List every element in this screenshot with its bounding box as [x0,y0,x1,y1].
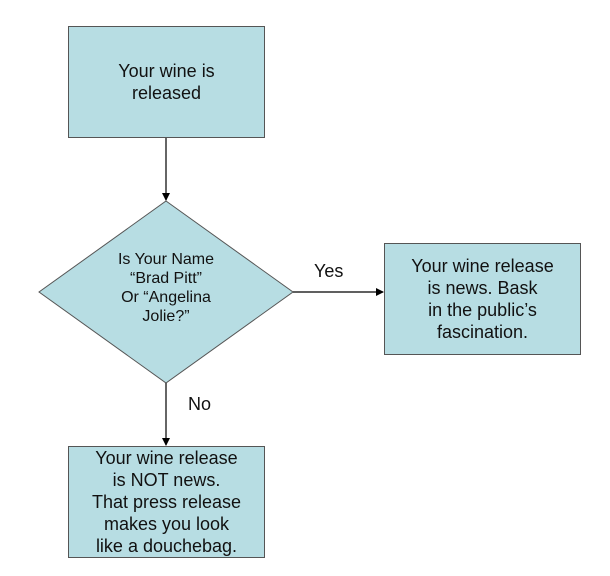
node-release-is-news-text: Your wine release is news. Bask in the p… [411,255,553,343]
edge-label-yes: Yes [314,261,344,281]
decision-text-line: Or “Angelina [121,289,211,306]
node-release-not-news-text: Your wine release is NOT news. That pres… [92,447,241,557]
node-text-line: is NOT news. [112,470,221,490]
node-wine-released-text: Your wine is released [118,60,214,104]
decision-text: Is Your Name “Brad Pitt” Or “Angelina Jo… [86,250,246,326]
node-release-not-news: Your wine release is NOT news. That pres… [68,446,265,558]
node-text-line: like a douchebag. [95,536,238,556]
decision-text-line: Is Your Name [117,251,215,268]
node-text-line: That press release [91,492,242,512]
node-text-line: makes you look [103,514,230,534]
decision-text-line: Jolie?” [142,308,190,325]
edge-label-no: No [188,394,212,414]
node-text-line: Your wine is [118,61,215,81]
node-text-line: fascination. [436,322,529,342]
node-release-is-news: Your wine release is news. Bask in the p… [384,243,581,355]
decision-text-line: “Brad Pitt” [129,270,202,287]
node-text-line: released [131,83,202,103]
node-text-line: Your wine release [411,256,554,276]
node-text-line: is news. Bask [427,278,538,298]
node-text-line: Your wine release [95,448,238,468]
node-wine-released: Your wine is released [68,26,265,138]
node-text-line: in the public’s [428,300,537,320]
